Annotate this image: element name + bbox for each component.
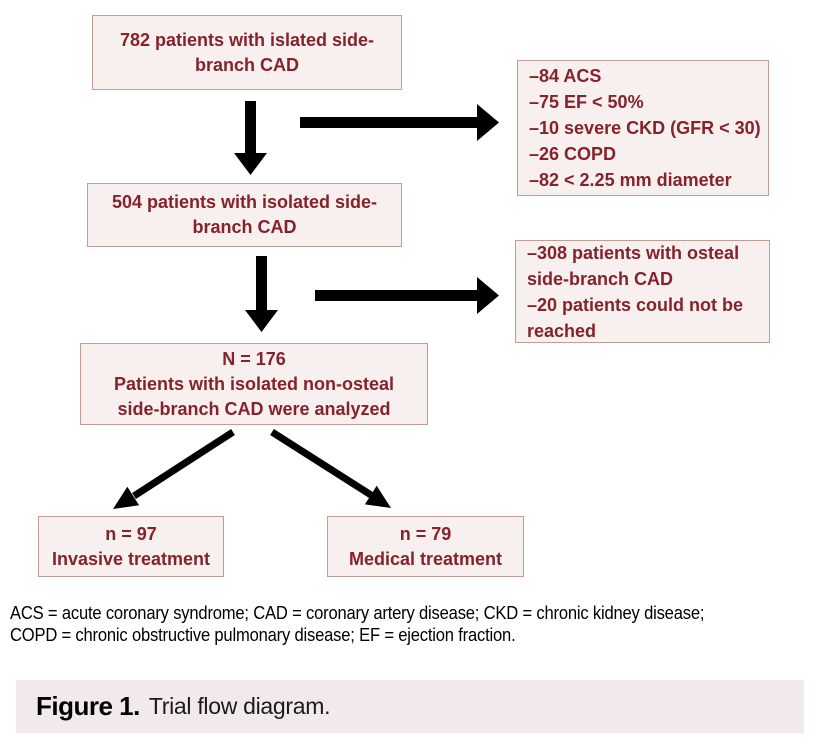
arrow-right-2-icon — [315, 277, 499, 314]
flow-box-176-analyzed: N = 176 Patients with isolated non-ostea… — [80, 343, 428, 425]
flow-box-invasive-treatment: n = 97 Invasive treatment — [38, 516, 224, 577]
abbreviations-footnote: ACS = acute coronary syndrome; CAD = cor… — [10, 603, 705, 645]
figure-caption-label: Figure 1. — [36, 691, 140, 721]
flow-box-medical-treatment: n = 79 Medical treatment — [327, 516, 524, 577]
arrow-right-1-icon — [300, 104, 499, 141]
figure-caption-text: Trial flow diagram. — [148, 693, 331, 719]
arrow-diagonal-right-icon — [270, 429, 391, 508]
flow-box-782-patients: 782 patients with islated side- branch C… — [92, 15, 402, 90]
arrow-diagonal-left-icon — [113, 429, 235, 509]
flow-box-504-patients: 504 patients with isolated side- branch … — [87, 183, 402, 247]
arrow-down-1-icon — [234, 101, 267, 175]
arrow-down-2-icon — [245, 256, 278, 332]
exclusion-box-2: –308 patients with osteal side-branch CA… — [515, 240, 770, 343]
figure-caption-bar: Figure 1. Trial flow diagram. — [16, 680, 804, 733]
exclusion-box-1: –84 ACS –75 EF < 50% –10 severe CKD (GFR… — [517, 60, 769, 196]
